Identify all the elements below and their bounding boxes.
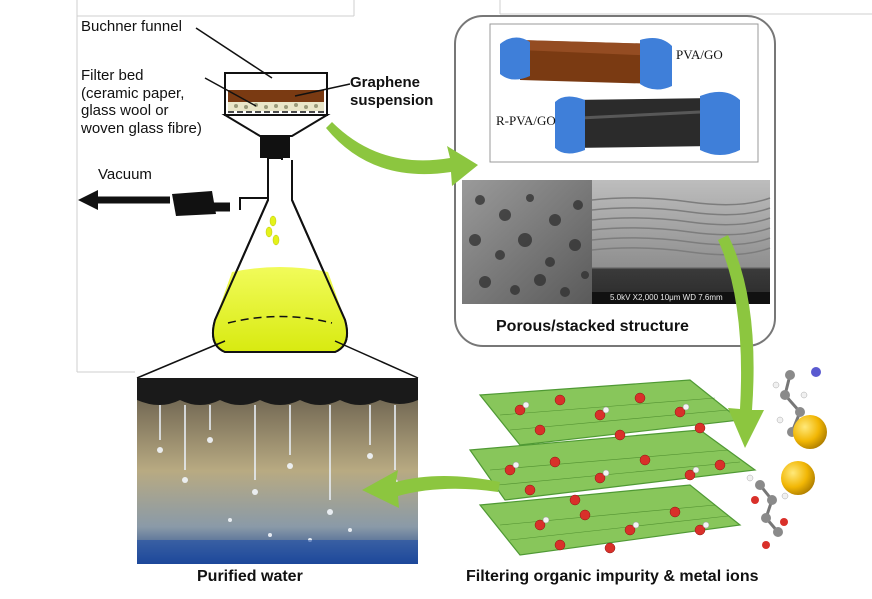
metal-ions	[781, 415, 827, 495]
pva-go-label: PVA/GO	[676, 47, 723, 62]
filter-bed-label: Filter bed (ceramic paper, glass wool or…	[81, 67, 202, 138]
purified-water-caption: Purified water	[197, 568, 303, 585]
vacuum-arrow	[78, 190, 170, 210]
porous-structure-caption: Porous/stacked structure	[496, 318, 689, 335]
graphene-filter-illustration	[465, 378, 765, 566]
sem-scale-bar-label: 5.0kV X2,000 10μm WD 7.6mm	[610, 293, 723, 302]
green-arrows	[326, 122, 764, 508]
sem-images	[462, 180, 771, 304]
purified-water-photo	[137, 378, 418, 564]
zoom-guides	[136, 340, 419, 379]
leader-lines	[195, 27, 351, 107]
r-pva-go-label: R-PVA/GO	[496, 113, 556, 128]
buchner-funnel	[221, 72, 331, 181]
filter-bed-pattern	[234, 103, 318, 109]
film-photo	[489, 23, 759, 163]
frame-lines	[76, 0, 872, 373]
graphene-suspension-label: Graphene suspension	[350, 74, 434, 109]
buchner-funnel-label: Buchner funnel	[81, 18, 182, 35]
organic-molecules	[746, 367, 821, 549]
vacuum-label: Vacuum	[98, 166, 152, 183]
vacuum-flask	[172, 160, 348, 353]
filtering-caption: Filtering organic impurity & metal ions	[466, 568, 759, 585]
